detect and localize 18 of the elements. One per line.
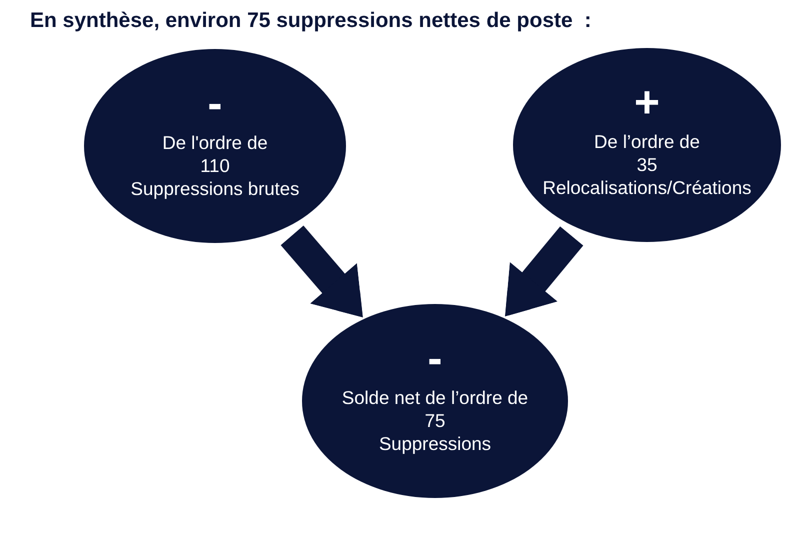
- node-text: De l'ordre de: [162, 130, 268, 154]
- node-text: De l’ordre de: [594, 130, 700, 152]
- ellipse-node: [302, 304, 568, 498]
- sign-symbol: -: [428, 338, 442, 378]
- sign-symbol: +: [634, 82, 660, 122]
- ellipse-node: [513, 48, 781, 242]
- ellipse-node: [84, 49, 346, 243]
- node-text: Solde net de l’ordre de: [342, 386, 528, 408]
- node-text: 75: [424, 408, 446, 432]
- node-text: Relocalisations/Créations: [542, 176, 752, 198]
- node-text: 35: [636, 152, 658, 176]
- node-text: 110: [200, 154, 230, 176]
- node-text: Suppressions: [378, 432, 492, 454]
- block-arrow: [280, 226, 363, 318]
- node-text: Suppressions brutes: [130, 176, 300, 200]
- title: En synthèse, environ 75 suppressions nettes de poste :: [30, 9, 592, 33]
- sign-symbol: -: [208, 84, 222, 124]
- block-arrow: [505, 226, 584, 316]
